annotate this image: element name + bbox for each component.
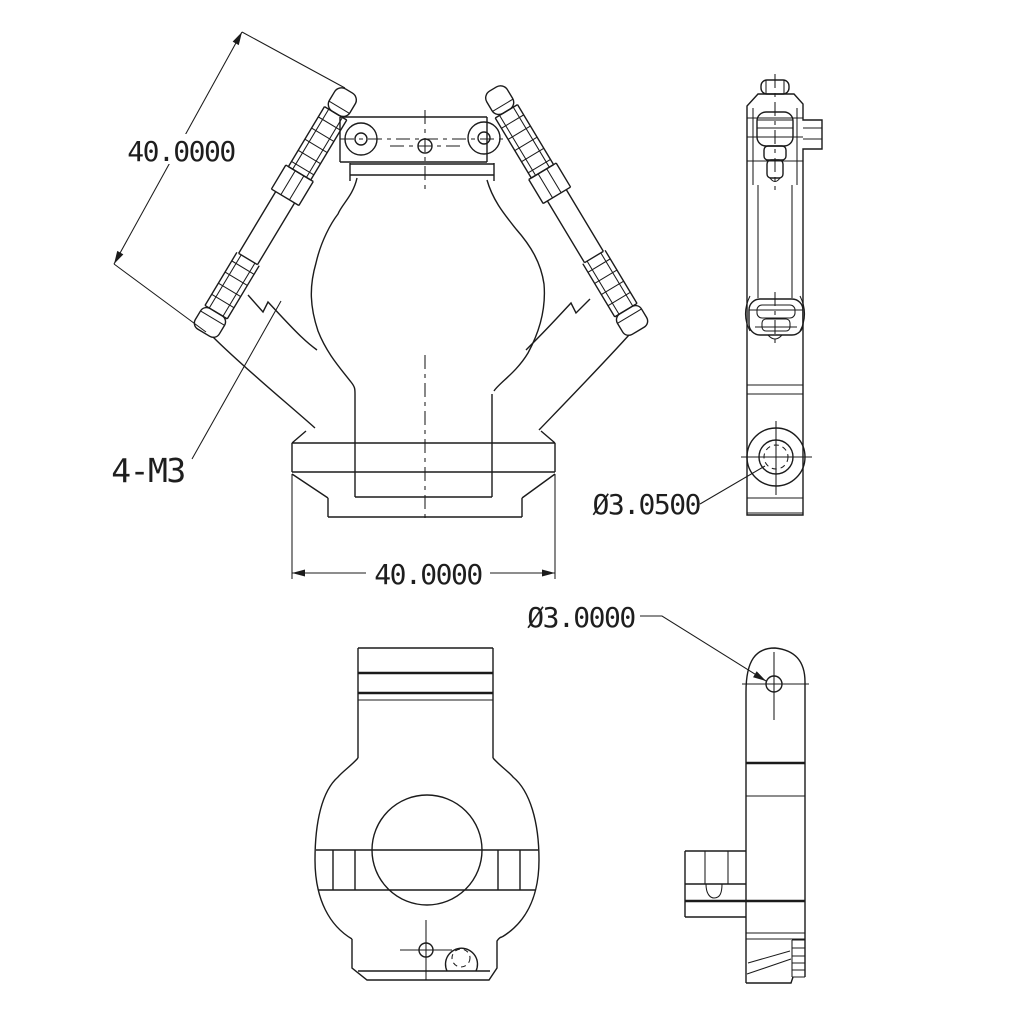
right-washer-hole <box>477 131 491 145</box>
side-upper-outline <box>746 93 823 516</box>
mount-tab-detail <box>704 851 729 899</box>
pivot-hole-dia-label: Ø3.0000 <box>527 601 635 634</box>
dim-base-arrow-right <box>542 569 555 577</box>
dim-base-width: 40.0000 <box>291 474 556 591</box>
side-hole-leader-line <box>699 465 766 505</box>
side-hole-crosshair <box>741 421 812 495</box>
lower-bolt-nut <box>761 318 791 332</box>
annotations: 40.0000 4-M3 40.0000 Ø3.0500 Ø3.0000 <box>111 31 767 682</box>
side-view-lower <box>684 647 809 984</box>
stud-upper-left <box>189 82 364 342</box>
upper-bolt-tip <box>769 177 781 183</box>
main-bore <box>371 794 483 906</box>
mount-tab-outline <box>684 850 746 918</box>
stud-upper-right <box>478 80 653 340</box>
left-washer-hole <box>354 132 368 146</box>
dim-stud-arrow-top <box>232 32 242 46</box>
dim-stud-length-label: 40.0000 <box>127 135 235 168</box>
front-view <box>189 80 653 519</box>
pivot-hole-crosshair <box>742 652 809 720</box>
left-wing-contour <box>212 294 318 429</box>
pivot-hole-leader-line <box>640 615 767 682</box>
boss-thread-hole <box>451 948 471 968</box>
boss-arc <box>444 947 479 972</box>
top-stud-cap-lines <box>765 80 785 94</box>
clamp-band-lines <box>316 849 538 891</box>
dim-stud-length: 40.0000 <box>113 31 346 333</box>
top-bar-outline <box>339 116 495 181</box>
right-wing-contour <box>525 298 630 431</box>
lower-bolt-washer <box>756 304 796 319</box>
dim-base-arrow-left <box>292 569 305 577</box>
pivot-hole-arrow <box>753 671 766 681</box>
lower-tab-outline <box>351 936 503 981</box>
neck-outline <box>357 647 494 758</box>
dim-stud-text-mask <box>122 134 242 164</box>
dim-stud-arrow-bottom <box>114 250 124 264</box>
side-upper-bottom-lines <box>747 497 803 514</box>
dim-base-extension-lines <box>291 474 556 579</box>
tab-hole-crosshair <box>400 920 452 980</box>
dim-base-width-label: 40.0000 <box>374 558 482 591</box>
right-washer-outer <box>467 121 501 155</box>
wedge-lines <box>746 950 792 975</box>
dim-stud-extension-lines <box>113 31 346 333</box>
side-lower-thick-lines <box>685 761 805 903</box>
side-hole-dia-label: Ø3.0500 <box>592 488 700 521</box>
bottom-view <box>314 647 540 981</box>
lower-bolt-head <box>748 298 804 336</box>
side-lower-outline <box>745 647 806 984</box>
base-outline <box>291 394 556 518</box>
round-body-contour <box>314 757 540 940</box>
ladder-steps <box>791 939 805 978</box>
callout-pivot-hole: Ø3.0000 <box>527 601 767 682</box>
side-lower-thin-lines <box>746 795 805 940</box>
front-centerlines <box>340 110 505 519</box>
callout-side-hole: Ø3.0500 <box>592 465 766 521</box>
callout-thread: 4-M3 <box>111 300 282 490</box>
thread-leader-line <box>191 300 282 460</box>
neck-thick-lines <box>358 671 493 695</box>
body-contour <box>310 177 546 395</box>
thread-callout-label: 4-M3 <box>111 451 184 490</box>
side-view-upper <box>741 74 823 516</box>
